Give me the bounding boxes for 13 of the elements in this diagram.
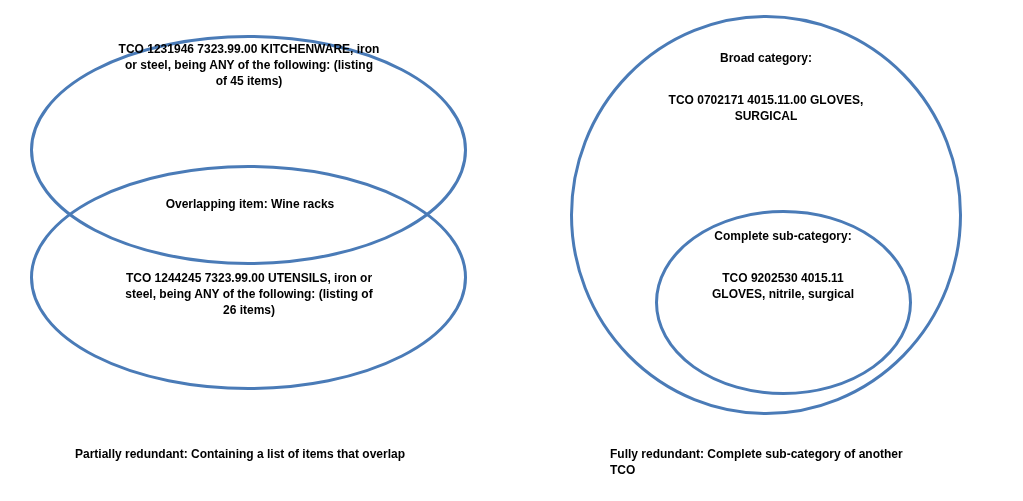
ellipse-region	[30, 165, 467, 390]
region-text: TCO 1244245 7323.99.00 UTENSILS, iron or steel, being ANY of the following: (listing of 26 items)	[124, 270, 374, 318]
region-text: TCO 0702171 4015.11.00 GLOVES, SURGICAL	[667, 92, 865, 124]
overlap-label: Overlapping item: Wine racks	[164, 196, 336, 212]
caption: Fully redundant: Complete sub-category of another TCO	[610, 446, 904, 478]
ellipse-region	[655, 210, 912, 395]
region-text: TCO 1231946 7323.99.00 KITCHENWARE, iron or steel, being ANY of the following: (listing of 45 items)	[118, 41, 380, 89]
region-text: Complete sub-category:	[713, 228, 853, 244]
region-text: Broad category:	[719, 50, 813, 66]
ellipse-region	[570, 15, 962, 415]
ellipse-region	[30, 35, 467, 265]
caption: Partially redundant: Containing a list of items that overlap	[75, 446, 407, 462]
region-text: TCO 9202530 4015.11 GLOVES, nitrile, surgical	[710, 270, 855, 302]
